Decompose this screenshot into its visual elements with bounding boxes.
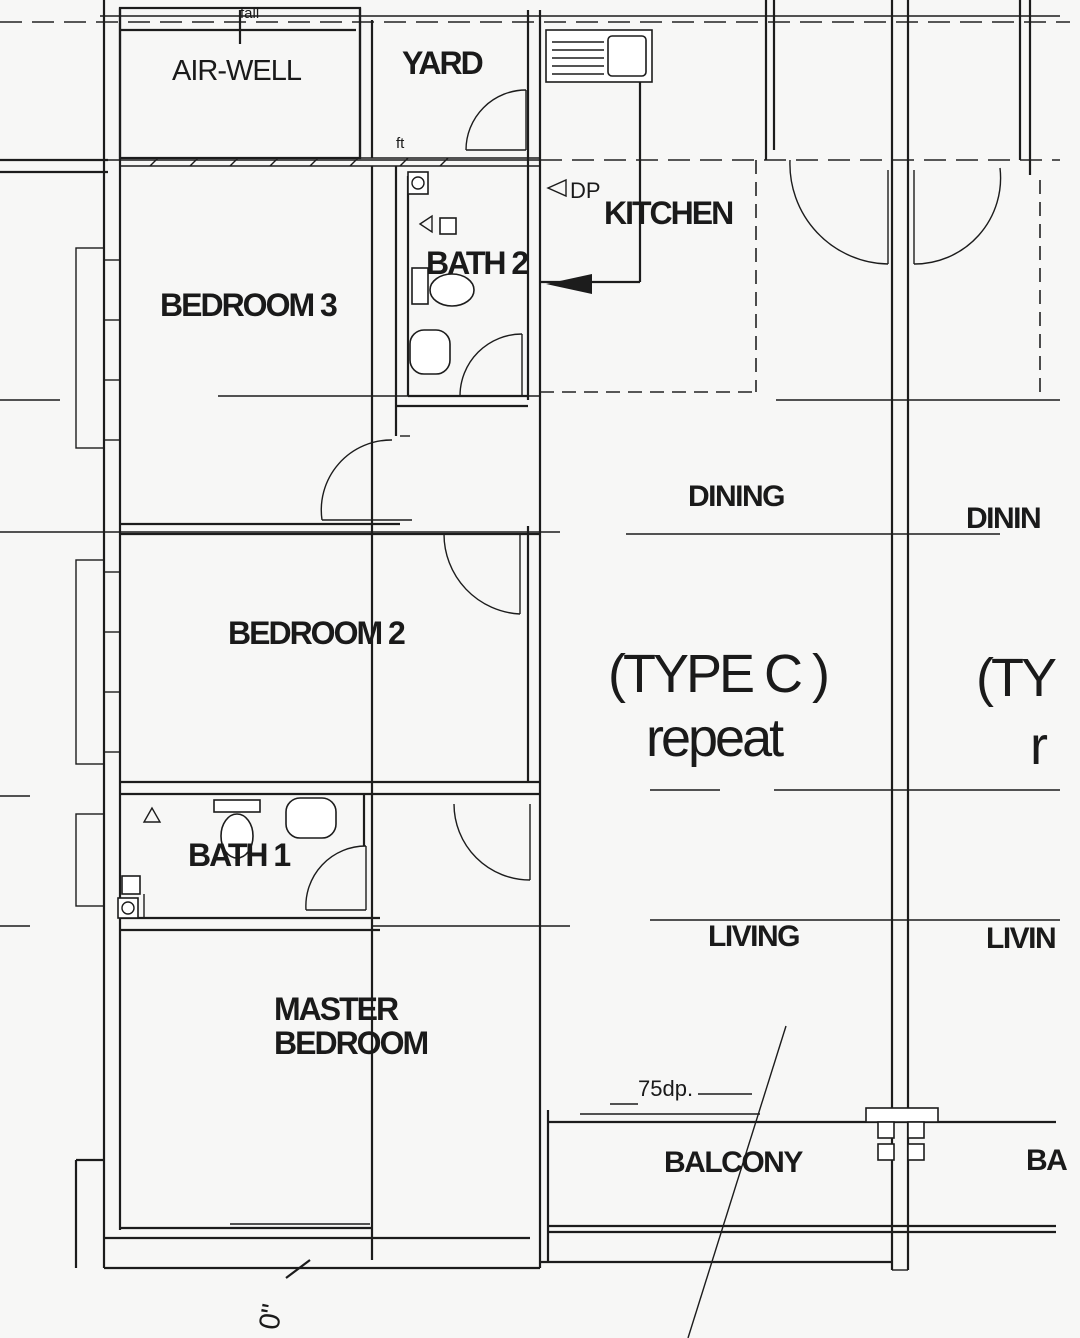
- dp-label: DP: [570, 178, 601, 203]
- dimension-fragment: 0": [253, 1302, 289, 1332]
- unit-type-neighbor-label: (TY: [976, 648, 1056, 708]
- kitchen-label: KITCHEN: [604, 195, 732, 231]
- bedroom-2-label: BEDROOM 2: [228, 615, 405, 651]
- master-bedroom-label-line1: MASTER: [274, 991, 399, 1027]
- living-neighbor-label: LIVIN: [986, 922, 1055, 955]
- bath-2-label: BATH 2: [426, 245, 528, 281]
- top-grid-lines: [0, 15, 1070, 174]
- air-well-yard-walls: [118, 6, 542, 1268]
- bedroom-2-walls: [75, 526, 540, 796]
- yard-door: [465, 89, 527, 151]
- party-wall: [890, 0, 910, 1271]
- yard-label: YARD: [402, 45, 483, 81]
- balcony-label: BALCONY: [664, 1146, 803, 1179]
- balcony-neighbor-label: BA: [1026, 1144, 1067, 1177]
- drop-75dp-label: 75dp.: [638, 1076, 693, 1101]
- utility-cupboards: [764, 0, 1041, 396]
- balcony-walls: [540, 1093, 1056, 1264]
- fall-label: fall: [240, 5, 259, 22]
- dining-label: DINING: [688, 480, 784, 513]
- bedroom-3-label: BEDROOM 3: [160, 287, 337, 323]
- dining-neighbor-label: DININ: [966, 502, 1040, 535]
- kitchen-walls: [540, 82, 757, 393]
- living-label: LIVING: [708, 920, 799, 953]
- unit-type-label: (TYPE C ): [608, 644, 827, 704]
- air-well-label: AIR-WELL: [172, 55, 302, 87]
- master-bedroom-label-line2: BEDROOM: [274, 1025, 427, 1061]
- master-bedroom-door: [453, 803, 531, 881]
- repeat-neighbor-label: r: [1030, 716, 1048, 776]
- bath-1-label: BATH 1: [188, 837, 290, 873]
- grid-lines: [0, 395, 1060, 1338]
- repeat-label: repeat: [646, 708, 784, 768]
- ft-label: ft: [396, 135, 405, 152]
- bedroom-3-walls: [75, 166, 540, 1260]
- bath-1-walls: [75, 794, 380, 932]
- kitchen-sink: [545, 29, 653, 83]
